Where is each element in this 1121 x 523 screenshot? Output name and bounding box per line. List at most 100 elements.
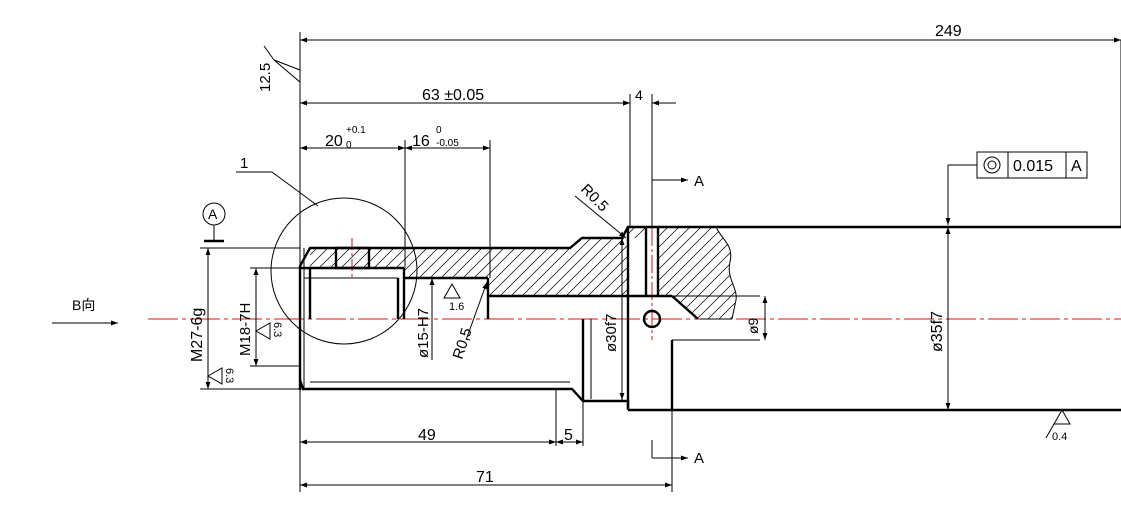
hatch-line — [476, 238, 588, 296]
datum-a: A — [202, 202, 226, 243]
svg-text:0.4: 0.4 — [1052, 431, 1067, 443]
hatch-line — [257, 220, 367, 330]
hatch-line — [774, 220, 884, 330]
hatch-line — [741, 220, 851, 330]
hatch-line — [345, 220, 455, 330]
hatch-line — [658, 227, 720, 319]
view-direction-b: B向 — [52, 297, 118, 326]
hatch-line — [658, 227, 731, 319]
hatch-line — [829, 220, 939, 330]
dim-neck-dia: ø30f7 — [603, 314, 620, 352]
roughness-thread-bore: 6.3 — [254, 322, 283, 340]
hatch-line — [763, 220, 873, 330]
dim-fillet-inner: R0.5 — [577, 181, 611, 215]
hatch-line — [774, 220, 884, 330]
dim-undercut-width: 5 — [564, 427, 573, 444]
hatch-line — [301, 220, 411, 330]
hatch-line — [553, 238, 628, 296]
svg-text:6.3: 6.3 — [271, 322, 283, 337]
view-label: B向 — [72, 297, 95, 313]
hatch-line — [355, 238, 467, 296]
hatch-line — [730, 220, 840, 330]
hatch-line — [873, 220, 983, 330]
hatch-line — [290, 220, 400, 330]
hatch-line — [279, 220, 389, 330]
tolerance-value: 0.015 — [1013, 158, 1053, 175]
hatch-line — [658, 227, 687, 319]
hatch-line — [895, 220, 1005, 330]
svg-text:1.6: 1.6 — [449, 301, 464, 313]
cross-hole — [642, 309, 662, 329]
hatch-line — [707, 227, 737, 319]
hatch-line — [213, 220, 323, 330]
svg-text:12.5: 12.5 — [257, 63, 274, 92]
hatch-line — [310, 238, 313, 296]
hatch-line — [498, 238, 610, 296]
dim-cross-hole-dia: ø9 — [745, 317, 761, 334]
dim-overall-length: 249 — [935, 23, 962, 40]
hatch-line — [310, 238, 412, 296]
hatch-line — [873, 220, 983, 330]
hatch-line — [310, 238, 324, 296]
tolerance-frame: 0.015 A — [945, 151, 1088, 225]
hatch-line — [279, 220, 389, 330]
hatch-line — [741, 220, 851, 330]
hatch-line — [719, 220, 829, 330]
roughness-main-dia: 0.4 — [1045, 408, 1071, 443]
hatch-line — [202, 220, 312, 330]
hatch-line — [658, 227, 709, 319]
detail-label: 1 — [240, 155, 248, 172]
hatch-line — [310, 238, 368, 296]
shaft-outline — [298, 225, 1121, 412]
hatch-line — [895, 220, 1005, 330]
hatch-line — [443, 238, 555, 296]
hatch-line — [807, 220, 917, 330]
hatch-line — [729, 227, 737, 319]
hatch-line — [696, 227, 737, 319]
hatch-line — [807, 220, 917, 330]
hatch-line — [658, 227, 698, 319]
hatch-line — [301, 220, 411, 330]
dim-thread-major: M27-6g — [189, 308, 206, 362]
hatch-line — [719, 220, 829, 330]
hatch-line — [807, 220, 917, 330]
dim-step-length: 71 — [476, 469, 494, 486]
hatch-line — [818, 220, 928, 330]
hatch-line — [862, 220, 972, 330]
detail-circle — [270, 197, 418, 345]
extension-lines — [200, 32, 1121, 492]
hatch-line — [752, 220, 862, 330]
hatch-line — [752, 220, 862, 330]
hatch-line — [895, 220, 1005, 330]
hatch-line — [741, 220, 851, 330]
section-label-bottom: A — [694, 450, 704, 467]
hatch-line — [796, 220, 906, 330]
hatch-line — [829, 220, 939, 330]
hatch-line — [785, 220, 895, 330]
hatch-line — [862, 220, 972, 330]
hatch-line — [487, 238, 599, 296]
dim-bore1-tol-up: +0.1 — [346, 125, 366, 136]
hatch-line — [718, 227, 737, 319]
hatch-line — [763, 220, 873, 330]
hatch-line — [345, 220, 455, 330]
hatch-line — [658, 227, 737, 319]
hatch-line — [796, 220, 906, 330]
hatch-line — [213, 220, 323, 330]
hatch-line — [862, 220, 972, 330]
dim-bore2-tol-up: 0 — [436, 125, 442, 136]
dim-thread-bore: M18-7H — [237, 303, 254, 356]
hatch-line — [818, 220, 928, 330]
dim-bore1-tol-low: 0 — [346, 140, 352, 151]
hatch-line — [774, 220, 884, 330]
hatch-line — [344, 238, 456, 296]
hatch-line — [730, 220, 840, 330]
hatch-line — [454, 238, 566, 296]
dim-bore2-depth: 16 — [412, 133, 430, 150]
hatch-line — [202, 220, 312, 330]
hatch-line — [785, 220, 895, 330]
dimension-texts: 249 63 ±0.05 4 20 +0.1 0 16 0 -0.05 49 5… — [189, 23, 962, 486]
dim-small-od-length: 49 — [418, 427, 436, 444]
hatch-line — [520, 238, 628, 296]
roughness-symbols: 12.5 1.6 6.3 6.3 0.4 — [206, 45, 1071, 443]
